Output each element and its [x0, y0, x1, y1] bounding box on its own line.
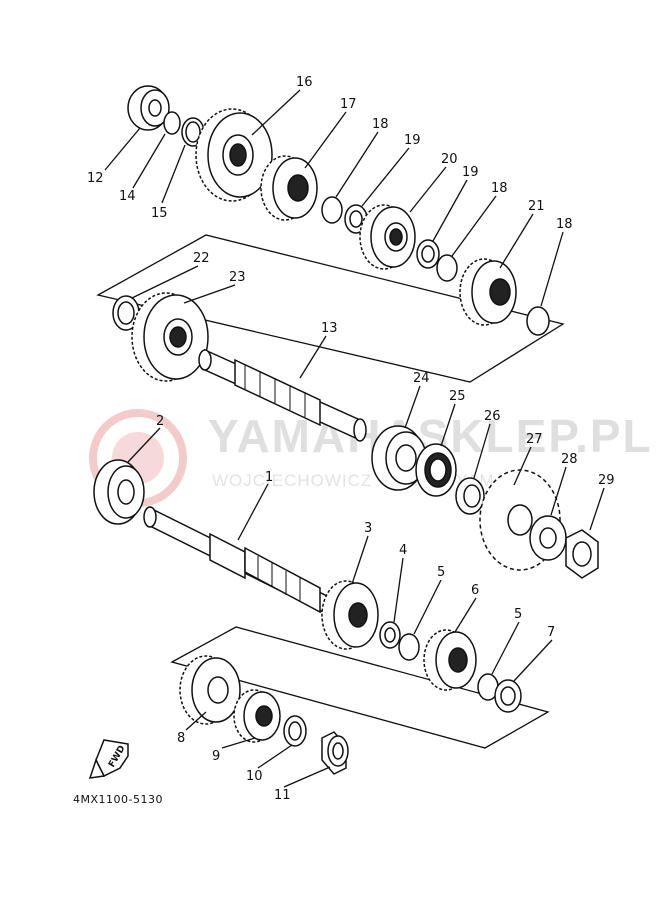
callout-15: 15: [151, 206, 168, 221]
callout-20: 20: [441, 152, 458, 167]
callout-10: 10: [246, 769, 263, 784]
part-14-washer: [163, 111, 181, 135]
part-6-gear: [423, 629, 477, 691]
callout-18: 18: [556, 217, 573, 232]
part-2-bearing: [93, 459, 145, 525]
part-3-gear: [321, 580, 379, 650]
part-12-bearing: [127, 85, 170, 131]
callout-3: 3: [364, 521, 372, 536]
callout-18: 18: [491, 181, 508, 196]
callout-5: 5: [514, 607, 522, 622]
part-29-nut: [565, 529, 599, 579]
callout-1: 1: [265, 470, 273, 485]
callout-23: 23: [229, 270, 246, 285]
callout-18: 18: [372, 117, 389, 132]
part-21-gear: [459, 258, 517, 326]
catalog-code: 4MX1100-5130: [73, 793, 163, 806]
callouts: 12 14 15 16 17 18 19 20 19 18 21 18 22 2…: [87, 75, 615, 803]
callout-5: 5: [437, 565, 445, 580]
part-18-circlip: [436, 254, 458, 282]
callout-6: 6: [471, 583, 479, 598]
callout-13: 13: [321, 321, 338, 336]
callout-19: 19: [462, 165, 479, 180]
callout-21: 21: [528, 199, 545, 214]
part-20-gear: [359, 204, 416, 270]
callout-27: 27: [526, 432, 543, 447]
part-11-needle-bearing: [321, 731, 349, 775]
part-17-gear: [260, 155, 318, 221]
callout-8: 8: [177, 731, 185, 746]
lower-group-frame: [170, 626, 550, 749]
part-5-circlip: [398, 633, 420, 661]
watermark-subtitle: WOJCIECHOWICZ - PARTS YAMAHA: [212, 471, 532, 490]
part-13-shaft: [198, 348, 367, 442]
callout-9: 9: [212, 749, 220, 764]
part-9-gear: [233, 689, 281, 743]
leader-lines: [104, 89, 605, 788]
part-23-gear: [131, 292, 209, 382]
callout-17: 17: [340, 97, 357, 112]
callout-16: 16: [296, 75, 313, 90]
callout-24: 24: [413, 371, 430, 386]
callout-7: 7: [547, 625, 555, 640]
part-18-circlip: [321, 196, 343, 224]
callout-19: 19: [404, 133, 421, 148]
upper-group-frame: [96, 234, 565, 383]
part-1-main-axle: [143, 506, 336, 620]
callout-12: 12: [87, 171, 104, 186]
callout-26: 26: [484, 409, 501, 424]
callout-4: 4: [399, 543, 407, 558]
part-18-circlip: [526, 306, 550, 336]
part-8-gear: [179, 655, 241, 725]
callout-2: 2: [156, 414, 164, 429]
callout-14: 14: [119, 189, 136, 204]
callout-22: 22: [193, 251, 210, 266]
callout-25: 25: [449, 389, 466, 404]
watermark: YAMAHASKLEP.PL WOJCIECHOWICZ - PARTS YAM…: [89, 409, 651, 507]
part-25-oil-seal: [415, 443, 457, 497]
part-24-bearing: [371, 425, 427, 491]
callout-28: 28: [561, 452, 578, 467]
fwd-arrow-icon: FWD: [88, 739, 129, 779]
callout-29: 29: [598, 473, 615, 488]
callout-11: 11: [274, 788, 291, 803]
part-16-gear: [195, 108, 273, 202]
